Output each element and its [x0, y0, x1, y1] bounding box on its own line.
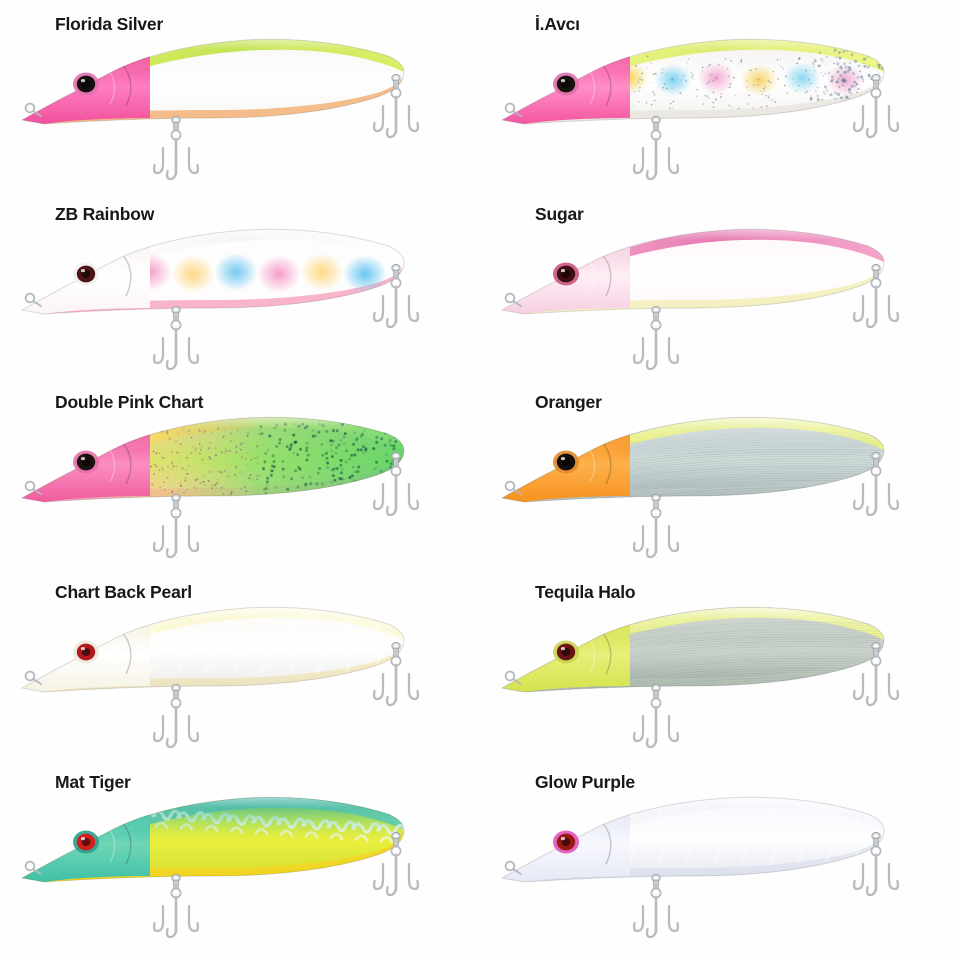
lure-body [22, 417, 404, 502]
treble-hook [634, 116, 678, 179]
lure-name-label: Mat Tiger [55, 772, 131, 793]
lure-card[interactable]: Chart Back Pearl [0, 568, 480, 760]
lure-card[interactable]: Double Pink Chart [0, 378, 480, 570]
treble-hook [154, 684, 198, 747]
lure-name-label: ZB Rainbow [55, 204, 154, 225]
treble-hook [154, 494, 198, 557]
lure-card[interactable]: Glow Purple [480, 758, 960, 950]
lure-card[interactable]: Florida Silver [0, 0, 480, 192]
lure-body [502, 797, 884, 882]
lure-card[interactable]: ZB Rainbow [0, 190, 480, 382]
treble-hook [154, 874, 198, 937]
lure-body [22, 797, 405, 882]
lure-card[interactable]: Oranger [480, 378, 960, 570]
treble-hook [634, 494, 678, 557]
lure-name-label: İ.Avcı [535, 14, 580, 35]
lure-name-label: Glow Purple [535, 772, 635, 793]
treble-hook [154, 306, 198, 369]
treble-hook [634, 874, 678, 937]
lure-card[interactable]: İ.Avcı [480, 0, 960, 192]
treble-hook [634, 306, 678, 369]
lure-name-label: Double Pink Chart [55, 392, 203, 413]
lure-name-label: Tequila Halo [535, 582, 635, 603]
lure-name-label: Florida Silver [55, 14, 163, 35]
lure-body [502, 417, 884, 510]
treble-hook [634, 684, 678, 747]
lure-body [502, 607, 884, 700]
lure-body [22, 39, 404, 124]
lure-name-label: Oranger [535, 392, 602, 413]
lure-body [22, 229, 404, 314]
lure-card[interactable]: Mat Tiger [0, 758, 480, 950]
lure-body [22, 607, 404, 692]
lure-body [502, 39, 886, 124]
lure-name-label: Chart Back Pearl [55, 582, 192, 603]
lure-card[interactable]: Tequila Halo [480, 568, 960, 760]
lure-card[interactable]: Sugar [480, 190, 960, 382]
lure-name-label: Sugar [535, 204, 584, 225]
lure-body [502, 229, 884, 314]
treble-hook [154, 116, 198, 179]
